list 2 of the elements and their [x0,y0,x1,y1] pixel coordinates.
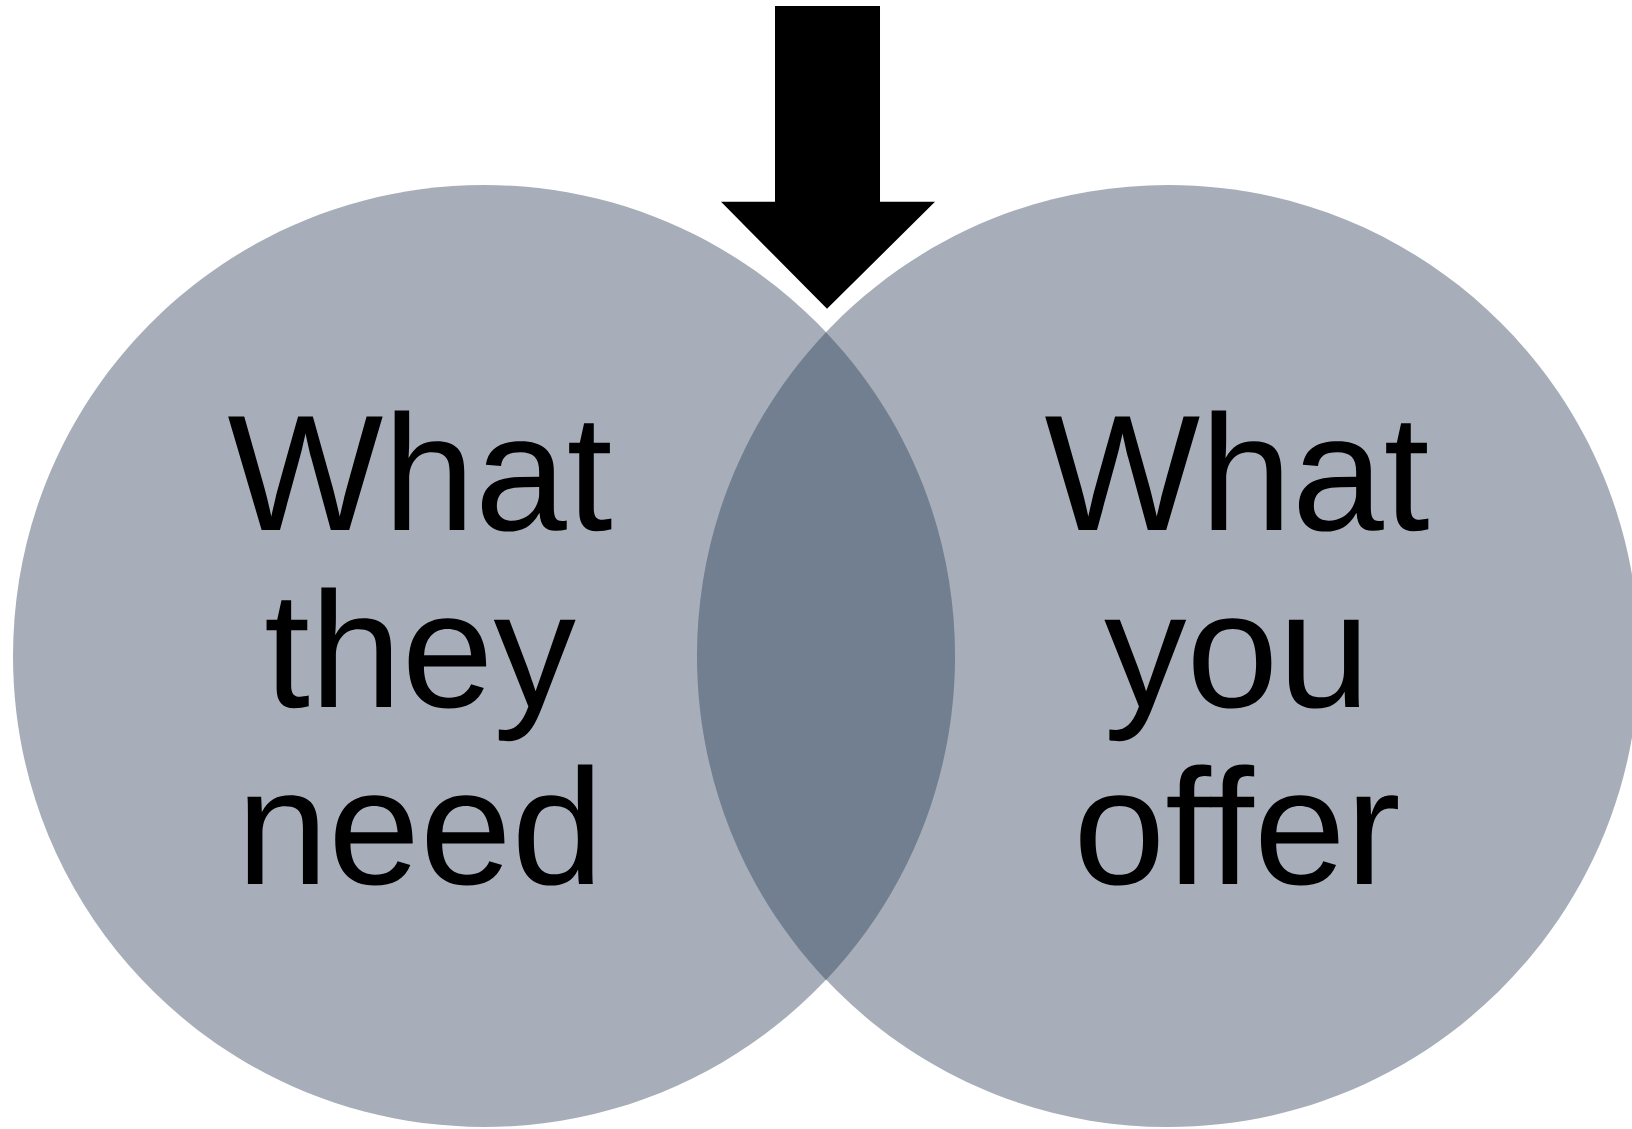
arrow [721,6,935,309]
overlap-region [696,332,956,980]
